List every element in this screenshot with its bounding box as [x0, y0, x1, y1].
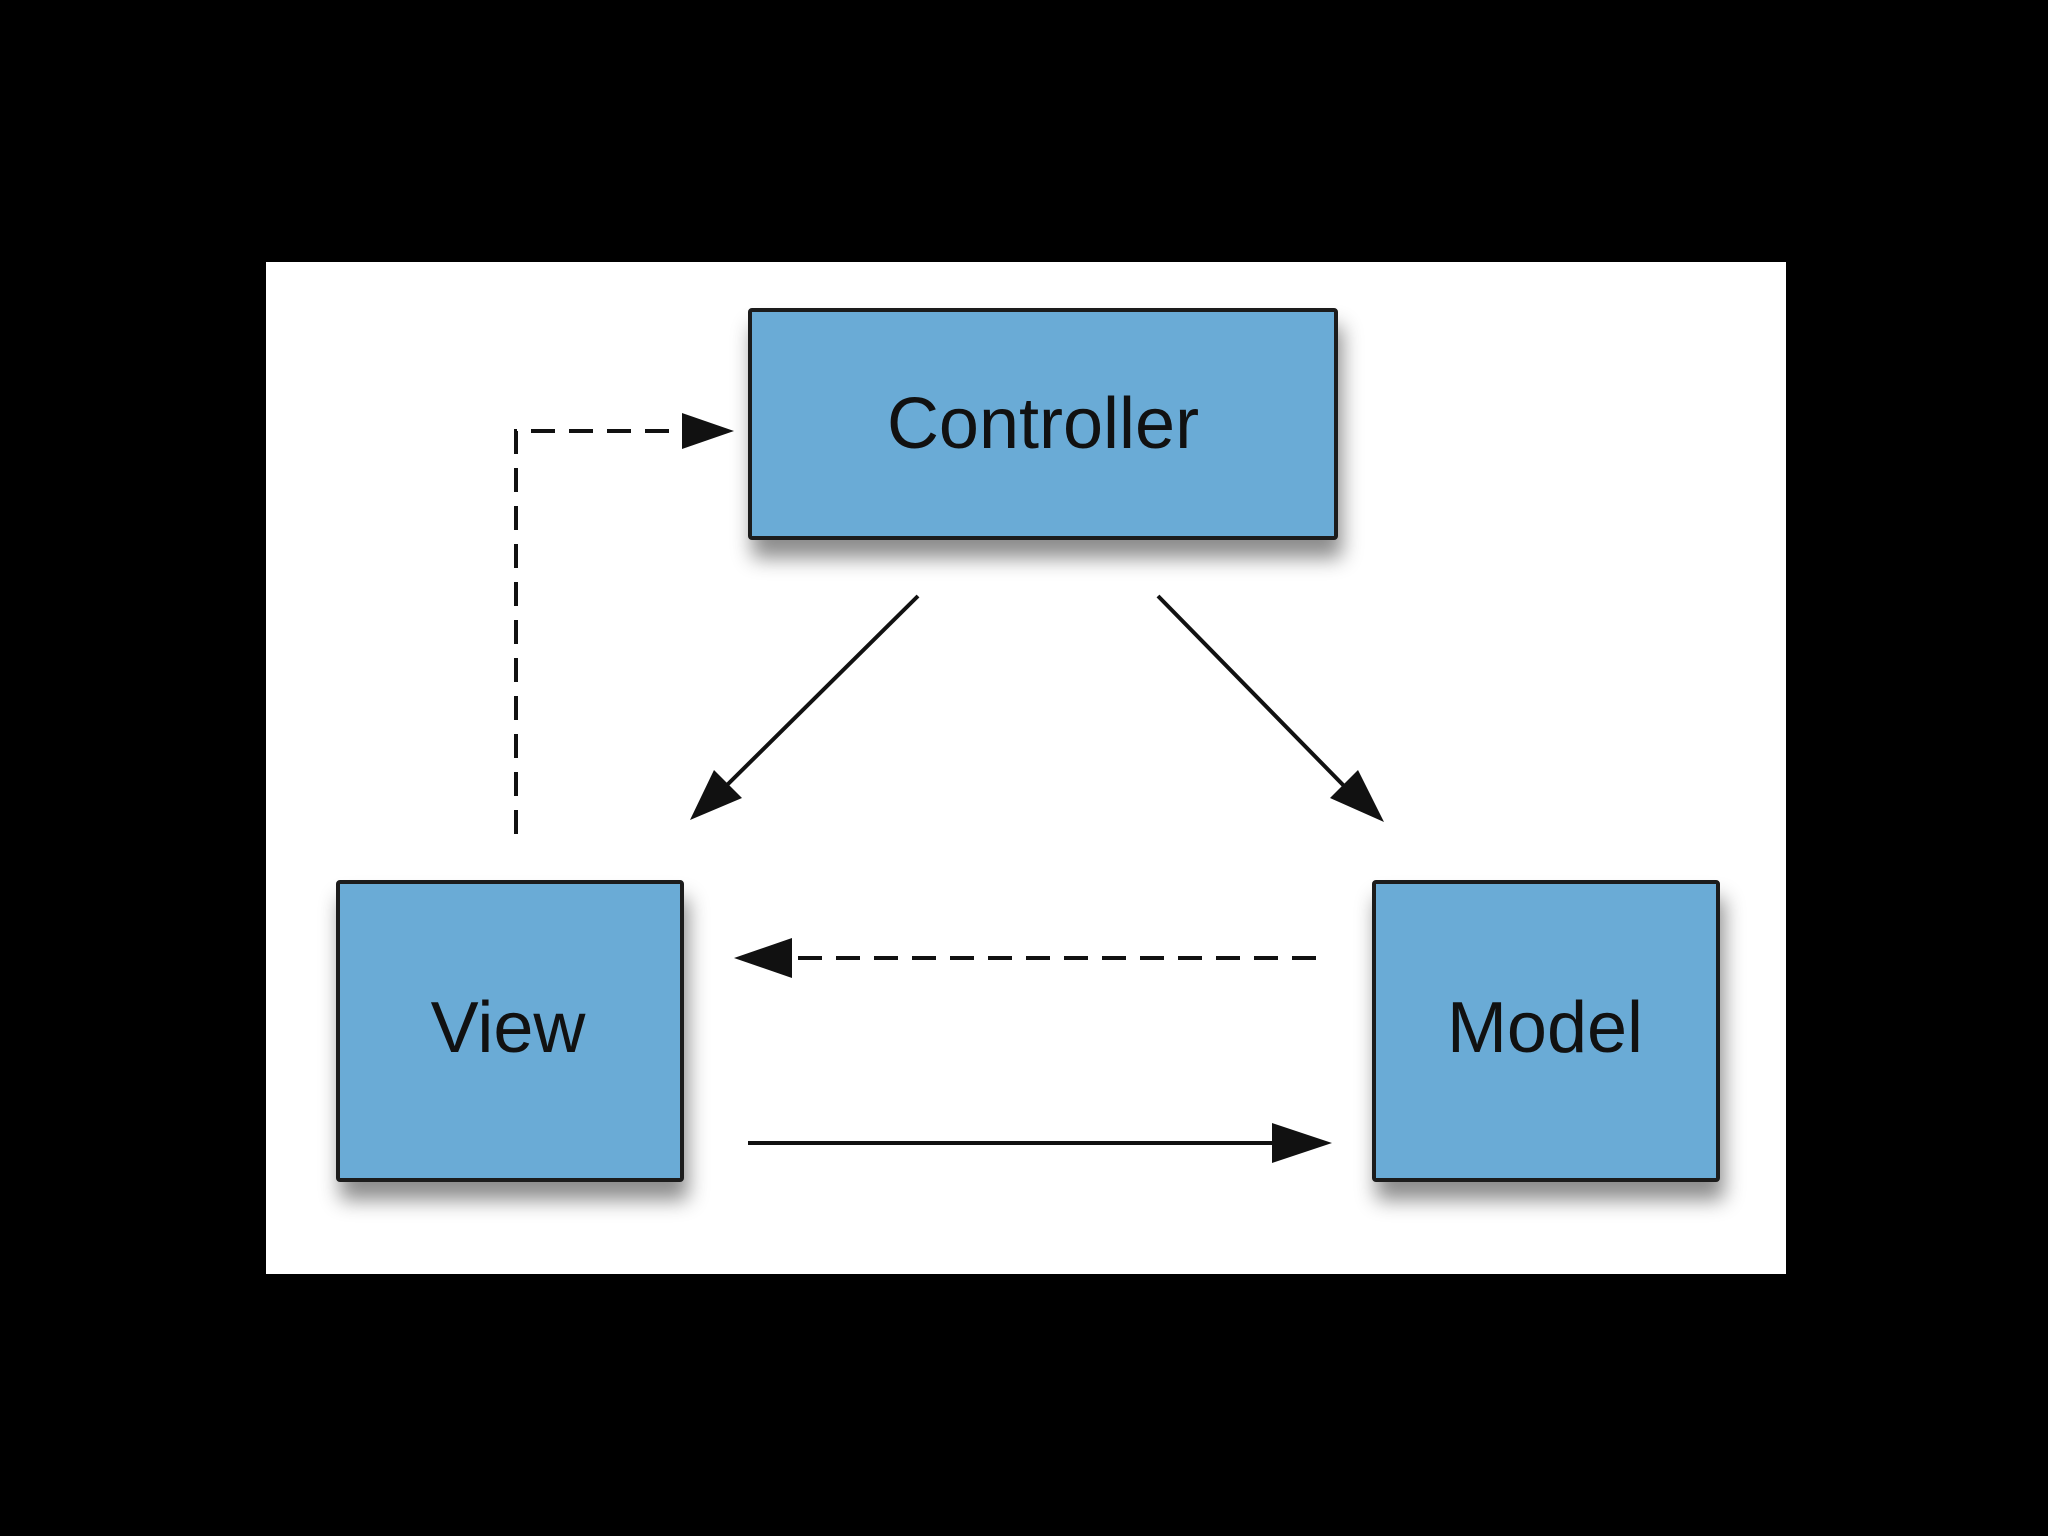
edge-view-to-controller-arrowhead [682, 413, 734, 449]
edge-view-to-controller-line [514, 429, 680, 834]
edge-view-to-model [748, 1123, 1332, 1163]
controller-node: Controller [748, 308, 1338, 540]
edge-controller-to-model [1156, 594, 1384, 822]
model-node: Model [1372, 880, 1720, 1182]
model-box [1372, 880, 1720, 1182]
edge-controller-to-view [690, 594, 920, 820]
edge-controller-to-view-arrowhead [690, 770, 742, 820]
edge-view-to-model-arrowhead [1272, 1123, 1332, 1163]
edge-controller-to-model-line [1156, 594, 1350, 792]
controller-box [748, 308, 1338, 540]
model-label: Model [1447, 988, 1643, 1068]
controller-label: Controller [887, 384, 1199, 464]
edge-model-to-view-arrowhead [734, 938, 792, 978]
edge-view-to-controller [514, 413, 734, 834]
edge-model-to-view [734, 938, 1316, 978]
view-node: View [336, 880, 684, 1182]
view-label: View [431, 988, 587, 1068]
edge-controller-to-model-arrowhead [1330, 770, 1384, 822]
edge-controller-to-view-line [720, 594, 920, 792]
view-box [336, 880, 684, 1182]
